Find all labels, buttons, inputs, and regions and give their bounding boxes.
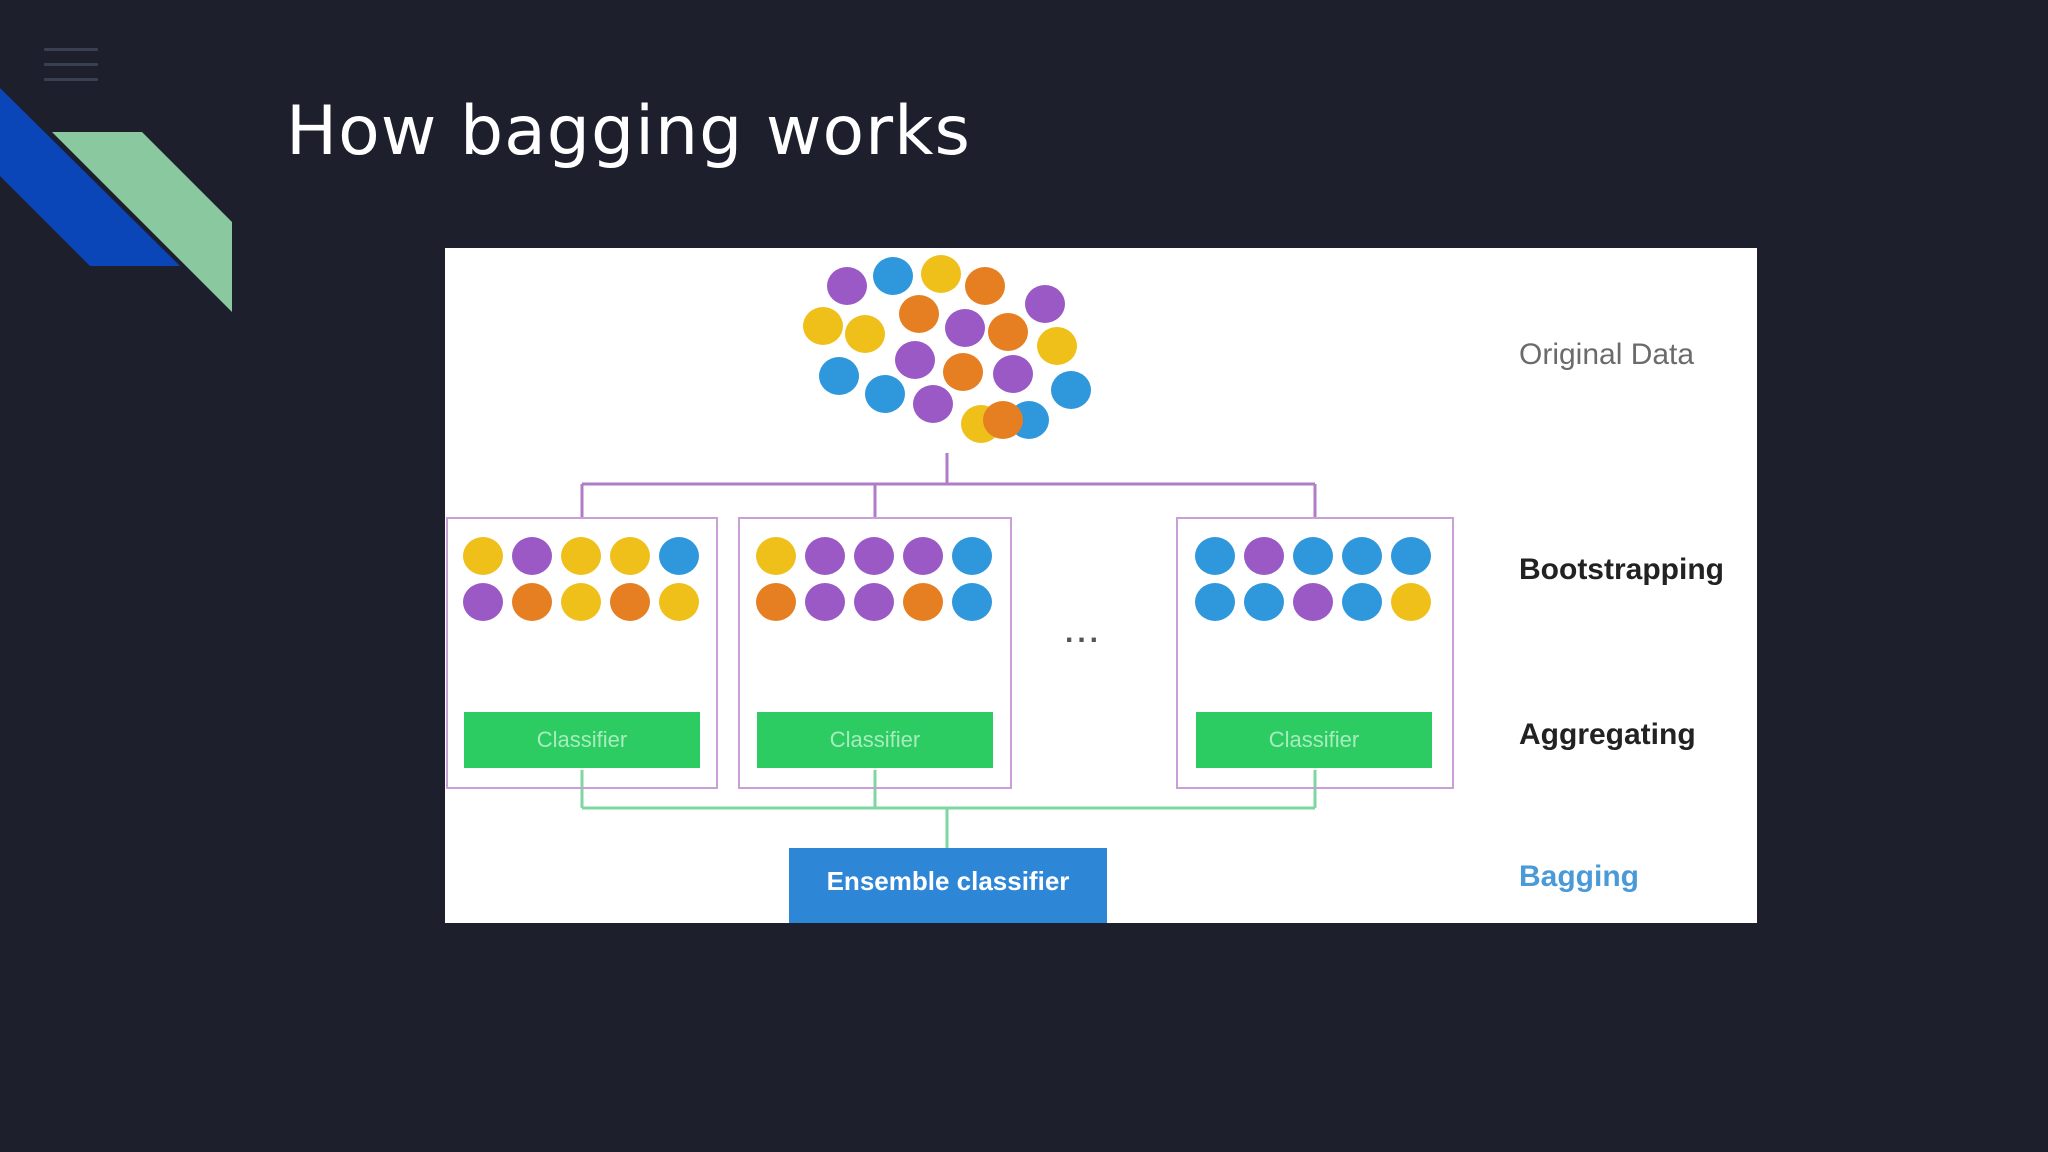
classifier-box: [1196, 712, 1432, 768]
data-point-purple: [854, 537, 894, 575]
diagram-canvas: [446, 255, 1454, 923]
sample-box: [738, 517, 1012, 789]
bootstrap-samples: [463, 537, 1431, 621]
data-point-purple: [1025, 285, 1065, 323]
data-point-blue: [1342, 583, 1382, 621]
data-point-purple: [512, 537, 552, 575]
ensemble-classifier-label: Ensemble classifier: [826, 866, 1070, 896]
data-point-blue: [952, 583, 992, 621]
sample-box: [446, 517, 718, 789]
classifier-boxes: [464, 712, 1432, 768]
classifier-box: [757, 712, 993, 768]
data-point-blue: [873, 257, 913, 295]
label-original-data: Original Data: [1519, 338, 1695, 371]
data-point-yellow: [610, 537, 650, 575]
data-point-orange: [903, 583, 943, 621]
data-point-blue: [1244, 583, 1284, 621]
data-point-purple: [993, 355, 1033, 393]
data-point-blue: [819, 357, 859, 395]
data-point-blue: [1342, 537, 1382, 575]
data-point-purple: [1244, 537, 1284, 575]
data-point-yellow: [561, 537, 601, 575]
ellipsis: ...: [1065, 616, 1103, 649]
data-point-orange: [988, 313, 1028, 351]
data-point-purple: [895, 341, 935, 379]
data-point-orange: [610, 583, 650, 621]
data-point-orange: [899, 295, 939, 333]
data-point-purple: [913, 385, 953, 423]
data-point-blue: [1195, 537, 1235, 575]
data-point-blue: [952, 537, 992, 575]
slide-title: How bagging works: [286, 92, 971, 171]
data-point-yellow: [845, 315, 885, 353]
menu-icon[interactable]: [44, 48, 98, 84]
label-bagging: Bagging: [1519, 860, 1639, 893]
classifier-label: Classifier: [536, 727, 628, 752]
data-point-yellow: [659, 583, 699, 621]
data-point-yellow: [921, 255, 961, 293]
data-point-orange: [965, 267, 1005, 305]
label-aggregating: Aggregating: [1519, 718, 1696, 751]
corner-decoration: [0, 88, 232, 312]
sample-box: [1176, 517, 1454, 789]
data-point-orange: [512, 583, 552, 621]
data-point-purple: [827, 267, 867, 305]
data-point-yellow: [463, 537, 503, 575]
data-point-purple: [854, 583, 894, 621]
data-point-blue: [1051, 371, 1091, 409]
bagging-diagram: Original Data Bootstrapping Aggregating …: [445, 248, 1757, 923]
classifier-label: Classifier: [829, 727, 921, 752]
connector-lines: [580, 453, 1317, 848]
classifier-label: Classifier: [1268, 727, 1360, 752]
data-point-yellow: [1391, 583, 1431, 621]
data-point-orange: [943, 353, 983, 391]
data-point-blue: [1195, 583, 1235, 621]
data-point-purple: [1293, 583, 1333, 621]
data-point-blue: [659, 537, 699, 575]
data-point-blue: [865, 375, 905, 413]
data-point-yellow: [756, 537, 796, 575]
classifier-box: [464, 712, 700, 768]
data-point-yellow: [1037, 327, 1077, 365]
data-point-orange: [756, 583, 796, 621]
data-point-purple: [805, 537, 845, 575]
data-point-purple: [903, 537, 943, 575]
data-point-purple: [805, 583, 845, 621]
label-bootstrapping: Bootstrapping: [1519, 553, 1724, 586]
data-point-purple: [463, 583, 503, 621]
data-point-blue: [1293, 537, 1333, 575]
data-point-yellow: [561, 583, 601, 621]
data-point-purple: [945, 309, 985, 347]
data-point-yellow: [803, 307, 843, 345]
data-point-orange: [983, 401, 1023, 439]
sample-boxes: [446, 517, 1454, 789]
data-point-blue: [1391, 537, 1431, 575]
ensemble-box: [789, 848, 1107, 923]
original-data-cluster: [803, 255, 1091, 443]
